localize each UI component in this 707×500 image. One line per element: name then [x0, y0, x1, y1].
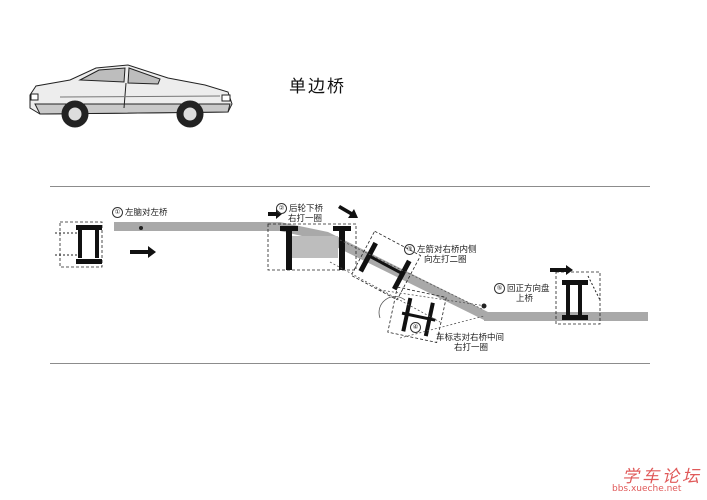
direction-arrow-4	[550, 265, 573, 275]
step-4-text-2: 右打一圈	[454, 343, 489, 353]
car-position-5	[555, 271, 601, 325]
step-3-number: ③	[404, 244, 415, 255]
step-5-number: ⑤	[494, 283, 505, 294]
car-position-3	[350, 230, 422, 301]
direction-arrow-1	[130, 246, 156, 258]
watermark-url: bbs.xueche.net	[612, 484, 682, 494]
step-3-text-2: 向左打二圈	[424, 255, 467, 265]
step-4-text-1: 车标志对右桥中间	[436, 333, 505, 343]
step-2-number: ②	[276, 203, 287, 214]
step-5-text-2: 上桥	[516, 294, 534, 304]
watermark-text: 学车论坛	[622, 467, 702, 487]
page-title: 单边桥	[289, 77, 346, 97]
car-position-2	[267, 223, 357, 271]
step-4-label: ④ 车标志对右桥中间 右打一圈	[410, 322, 505, 353]
step-4-number: ④	[410, 322, 421, 333]
car-position-1	[55, 221, 103, 268]
step-2-text-1: 后轮下桥	[289, 204, 324, 214]
bridge-segment-slope	[280, 222, 488, 320]
step-1-text: 左脑对左桥	[125, 208, 168, 218]
bridge-segment-1	[114, 222, 280, 231]
step-3-text-1: 左箭对右桥内侧	[417, 245, 477, 255]
marker-dot-2	[481, 303, 487, 309]
step-2-text-2: 右打一圈	[288, 214, 323, 224]
direction-arrow-3	[338, 205, 358, 218]
bottom-divider	[50, 363, 650, 364]
top-divider	[50, 186, 650, 187]
step-5-text-1: 回正方向盘	[507, 284, 550, 294]
step-1-number: ①	[112, 207, 123, 218]
car-position-4	[387, 286, 447, 343]
circle-guide-arc	[378, 296, 406, 319]
marker-dot-1	[139, 226, 143, 230]
